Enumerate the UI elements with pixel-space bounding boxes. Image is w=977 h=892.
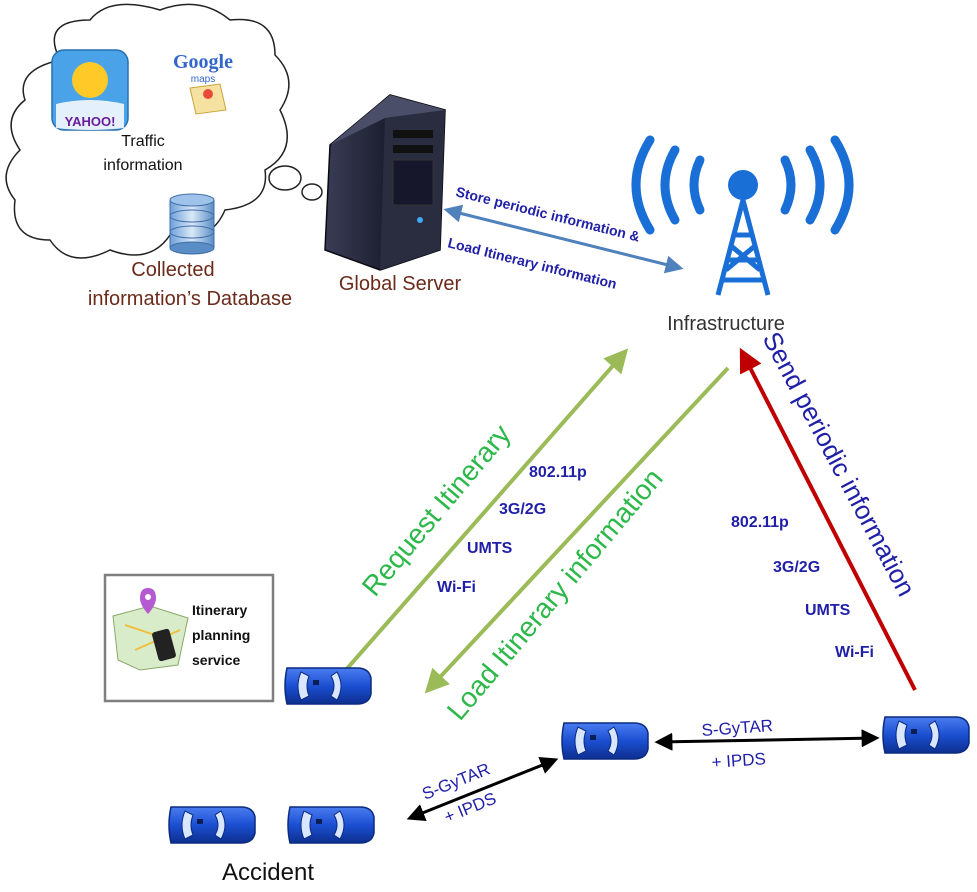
car-accident-2: [287, 806, 375, 844]
car-accident-1: [168, 806, 256, 844]
thought-cloud: [5, 3, 323, 259]
map-phone-icon: [112, 588, 189, 671]
service-line2: planning: [192, 627, 250, 643]
service-line1: Itinerary: [192, 602, 247, 618]
request-itinerary-arrow: [328, 348, 629, 690]
infrastructure-label: Infrastructure: [667, 313, 785, 335]
right-protocol-3: UMTS: [805, 602, 851, 619]
left-protocol-3: UMTS: [467, 540, 513, 557]
cloud-bubble-small: [301, 183, 323, 201]
service-line3: service: [192, 652, 240, 668]
google-maps-icon: Google maps: [173, 51, 233, 115]
database-icon: [169, 193, 215, 255]
load-itinerary-arrow: [424, 366, 730, 694]
server-icon: [324, 94, 446, 271]
maps-label: maps: [191, 74, 215, 85]
v2v-right-line1: S-GyTAR: [701, 716, 774, 740]
db-label-line1: Collected: [131, 259, 214, 281]
car-right: [882, 716, 970, 754]
car-middle: [561, 722, 649, 760]
server-label: Global Server: [339, 273, 462, 295]
traffic-info-line2: information: [103, 157, 182, 174]
cloud-bubble-large: [268, 165, 302, 191]
car-requesting: [284, 667, 372, 705]
yahoo-weather-icon: YAHOO!: [51, 49, 129, 131]
accident-label: Accident: [222, 859, 314, 886]
left-protocol-2: 3G/2G: [499, 501, 546, 518]
v2v-arrow-left: [406, 756, 559, 822]
send-periodic-arrow: [739, 347, 917, 691]
google-label: Google: [173, 51, 233, 73]
left-protocol-1: 802.11p: [529, 464, 587, 481]
right-protocol-4: Wi-Fi: [835, 644, 874, 661]
request-itinerary-label: Request Itinerary: [356, 419, 517, 602]
v2v-arrow-right: [654, 729, 880, 751]
traffic-info-line1: Traffic: [121, 133, 165, 150]
left-protocol-4: Wi-Fi: [437, 579, 476, 596]
right-protocol-2: 3G/2G: [773, 559, 820, 576]
itinerary-service-box: Itinerary planning service: [103, 573, 275, 703]
server-link-line2: Load Itinerary information: [446, 234, 618, 291]
yahoo-label: YAHOO!: [65, 114, 116, 129]
db-label-line2: information’s Database: [88, 288, 292, 310]
right-protocol-1: 802.11p: [731, 514, 789, 531]
antenna-tower-icon: [631, 135, 854, 296]
v2v-right-line2: + IPDS: [711, 749, 767, 772]
server-link-arrow: [443, 204, 684, 274]
